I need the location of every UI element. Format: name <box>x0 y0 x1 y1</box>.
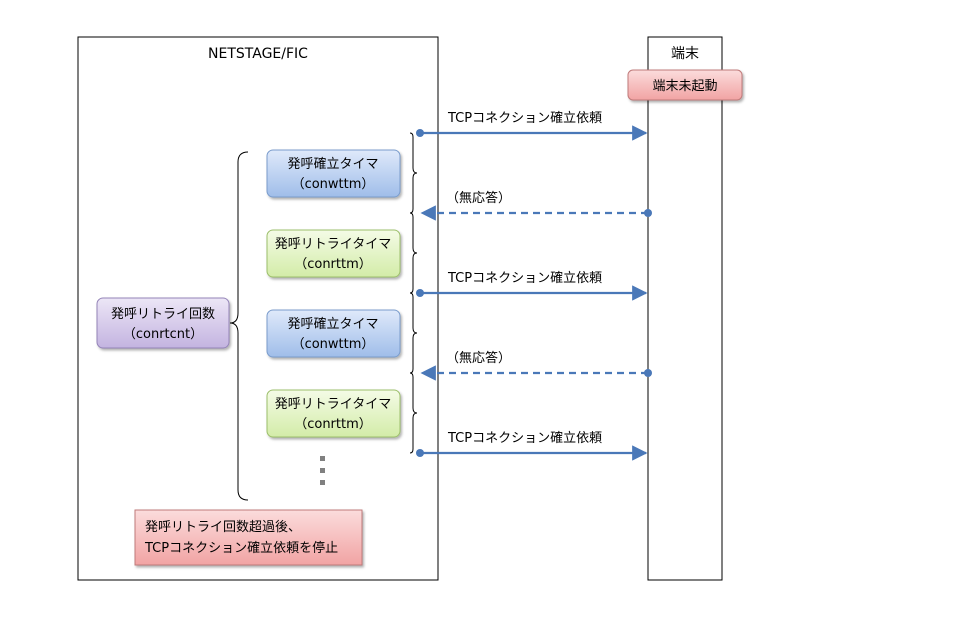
timer-brace-1 <box>409 132 418 214</box>
timer-box-3: 発呼確立タイマ （conwttm） <box>266 309 401 358</box>
stop-note-line1: 発呼リトライ回数超過後、 <box>145 520 301 535</box>
retry-count-box: 発呼リトライ回数 （conrtcnt） <box>96 297 230 349</box>
retry-count-line2: （conrtcnt） <box>123 327 203 342</box>
stop-note-box: 発呼リトライ回数超過後、 TCPコネクション確立依頼を停止 <box>134 509 363 566</box>
message-5: TCPコネクション確立依頼 <box>416 430 648 461</box>
left-panel-title: NETSTAGE/FIC <box>208 46 308 62</box>
timer-4-line2: （conrttm） <box>294 417 372 432</box>
timer-1-line1: 発呼確立タイマ <box>287 156 378 172</box>
message-4-label: （無応答） <box>446 350 511 366</box>
retry-count-line1: 発呼リトライ回数 <box>111 307 215 322</box>
message-1-label: TCPコネクション確立依頼 <box>447 110 602 126</box>
right-panel <box>647 36 723 581</box>
timer-box-2: 発呼リトライタイマ （conrttm） <box>266 229 401 278</box>
right-panel-title: 端末 <box>671 46 699 62</box>
timer-1-line2: （conwttm） <box>292 177 375 192</box>
stop-note-line2: TCPコネクション確立依頼を停止 <box>144 540 338 556</box>
timer-4-line1: 発呼リトライタイマ <box>275 397 391 412</box>
timer-brace-4 <box>409 372 418 454</box>
timer-2-line2: （conrttm） <box>294 257 372 272</box>
continuation-dots <box>320 456 325 485</box>
message-3: TCPコネクション確立依頼 <box>416 270 648 301</box>
message-1: TCPコネクション確立依頼 <box>416 110 648 141</box>
message-2-label: （無応答） <box>446 190 511 206</box>
timer-2-line1: 発呼リトライタイマ <box>275 237 391 252</box>
terminal-start-label: 端末未起動 <box>652 79 717 94</box>
timer-brace-3 <box>409 292 418 374</box>
timer-brace-2 <box>409 212 418 294</box>
message-3-label: TCPコネクション確立依頼 <box>447 270 602 286</box>
timer-3-line2: （conwttm） <box>292 337 375 352</box>
retry-brace <box>229 151 249 501</box>
message-5-label: TCPコネクション確立依頼 <box>447 430 602 446</box>
message-2: （無応答） <box>420 190 652 221</box>
terminal-start-box: 端末未起動 <box>627 69 743 101</box>
message-4: （無応答） <box>420 350 652 381</box>
timer-box-1: 発呼確立タイマ （conwttm） <box>266 149 401 198</box>
timer-box-4: 発呼リトライタイマ （conrttm） <box>266 389 401 438</box>
timer-3-line1: 発呼確立タイマ <box>287 316 378 332</box>
